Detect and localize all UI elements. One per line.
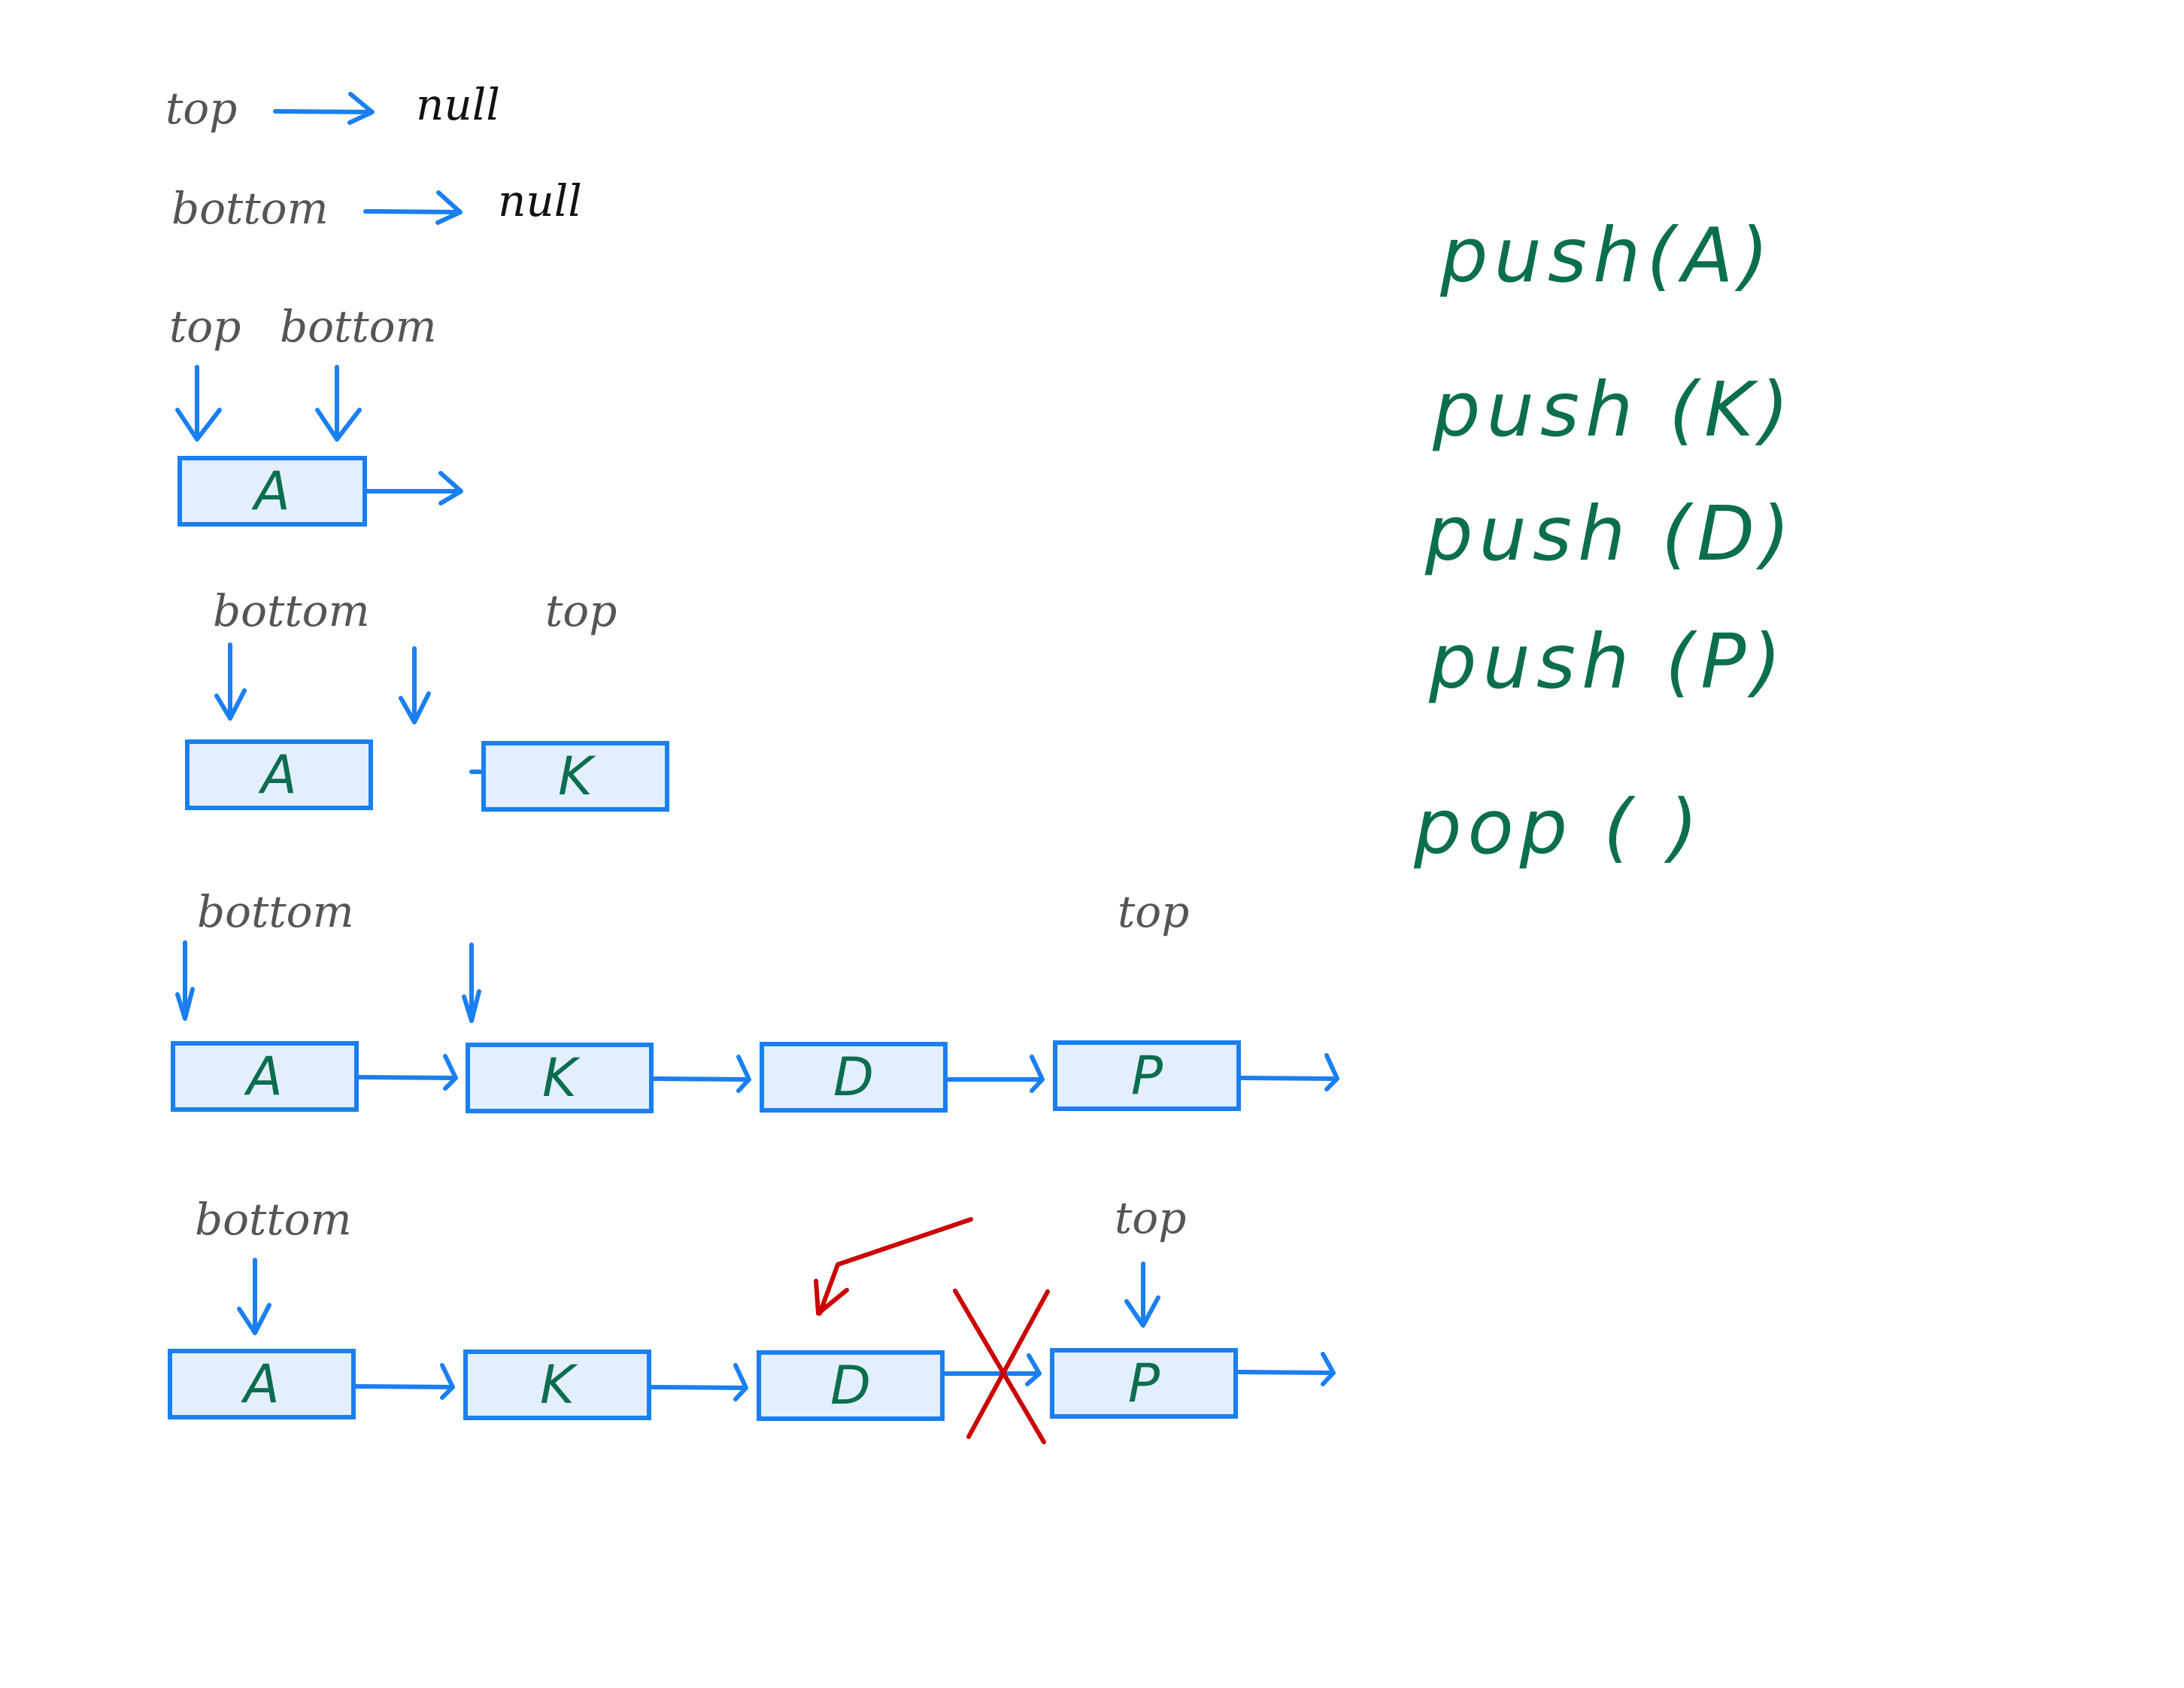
new-top-redirect-arrow <box>814 1217 973 1316</box>
d3-node-P-value: P <box>1130 1045 1163 1107</box>
d4-node-D-value: D <box>830 1355 871 1416</box>
d4-next-arrow-A-K <box>353 1363 455 1400</box>
operation-push-D: push (D) <box>1425 490 1797 578</box>
initial-top-null: null <box>416 79 500 130</box>
operation-pop: pop ( ) <box>1414 783 1704 871</box>
operation-push-P: push (P) <box>1429 618 1788 706</box>
d1-top-pointer-arrow <box>175 365 222 442</box>
d3-next-arrow-D-P <box>945 1055 1045 1093</box>
d4-top-pointer-arrow <box>1124 1261 1160 1328</box>
d3-next-arrow-P-null <box>1239 1053 1339 1091</box>
d4-node-P-value: P <box>1127 1353 1160 1414</box>
d1-top-label: top <box>169 301 241 352</box>
operation-push-A: push(A) <box>1440 211 1775 299</box>
d3-node-A-value: A <box>247 1046 283 1107</box>
d3-node-D: D <box>760 1042 948 1113</box>
d4-next-arrow-K-D <box>649 1363 748 1401</box>
d4-node-P-removed: P <box>1050 1348 1238 1419</box>
d1-bottom-label: bottom <box>280 301 437 352</box>
d1-bottom-pointer-arrow <box>315 365 362 442</box>
d2-node-K-value: K <box>558 745 593 807</box>
d4-node-A-value: A <box>244 1353 280 1415</box>
removed-node-cross-icon <box>953 1289 1050 1444</box>
initial-bottom-label: bottom <box>171 183 329 234</box>
d3-bottom-label: bottom <box>197 886 354 937</box>
d4-bottom-label: bottom <box>195 1194 352 1245</box>
d2-top-pointer-arrow <box>399 646 431 724</box>
d4-node-K-value: K <box>540 1354 575 1416</box>
d4-next-arrow-D-P <box>943 1353 1042 1386</box>
initial-top-label: top <box>165 83 238 134</box>
d4-next-arrow-P-null <box>1236 1352 1336 1386</box>
d4-node-K: K <box>463 1349 651 1420</box>
d3-node-K-value: K <box>542 1047 577 1109</box>
top-to-null-arrow <box>273 92 375 125</box>
d3-node-A: A <box>171 1041 359 1112</box>
d4-top-label: top <box>1115 1192 1187 1243</box>
d3-bottom-pointer-arrow <box>175 940 195 1021</box>
d3-node-D-value: D <box>833 1046 874 1108</box>
d2-node-A: A <box>185 739 373 810</box>
d2-node-K: K <box>481 741 669 812</box>
d3-next-arrow-A-K <box>356 1054 458 1091</box>
d2-bottom-pointer-arrow <box>214 642 247 721</box>
d4-node-D: D <box>757 1350 945 1421</box>
d4-node-A: A <box>168 1349 356 1419</box>
d3-node-K: K <box>466 1043 654 1113</box>
d3-top-label: top <box>1118 886 1190 937</box>
d3-next-arrow-K-D <box>651 1055 751 1093</box>
d2-bottom-label: bottom <box>213 585 370 636</box>
d1-node-A: A <box>177 456 367 527</box>
initial-bottom-null: null <box>498 175 582 226</box>
d1-next-arrow <box>364 471 463 505</box>
operation-push-K: push (K) <box>1433 366 1795 454</box>
d2-top-label: top <box>545 585 617 636</box>
d2-node-A-value: A <box>261 744 297 806</box>
d4-bottom-pointer-arrow <box>237 1258 271 1335</box>
d3-node-P: P <box>1053 1040 1241 1111</box>
bottom-to-null-arrow <box>363 190 463 225</box>
d3-top-pointer-arrow <box>462 943 481 1023</box>
d1-node-A-value: A <box>254 460 290 522</box>
